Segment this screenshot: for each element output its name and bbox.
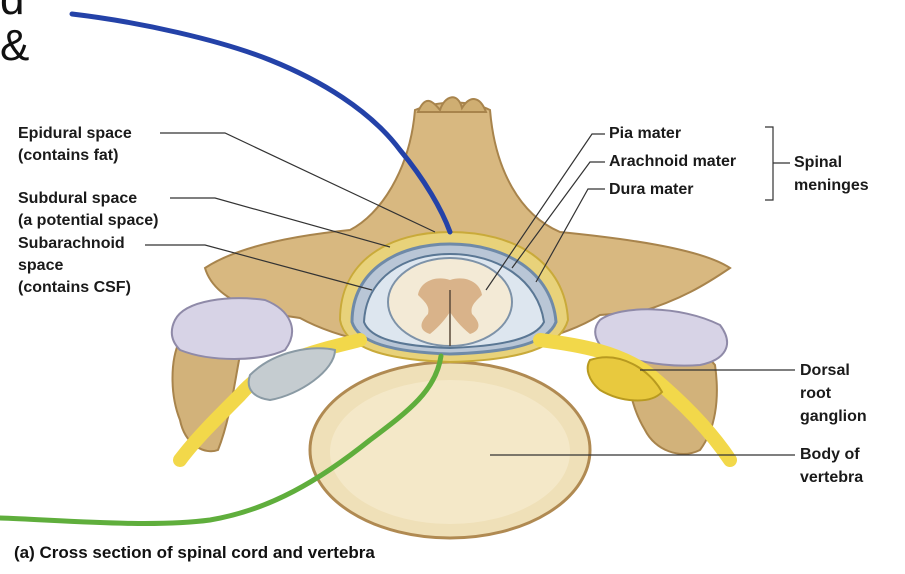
label-spinal: Spinal [794, 154, 843, 171]
right-articular-facet [594, 308, 729, 367]
overlay-glyph-d: d [0, 0, 24, 22]
label-subarachnoid-note: (contains CSF) [18, 279, 131, 296]
label-dura-mater: Dura mater [609, 181, 694, 198]
left-dorsal-root-ganglion [247, 347, 337, 402]
right-dorsal-root-ganglion [586, 356, 664, 402]
label-meninges: meninges [794, 177, 869, 194]
label-epidural-space: Epidural space [18, 125, 132, 142]
blue-annotation-stroke [69, 11, 453, 235]
label-pia-mater: Pia mater [609, 125, 682, 142]
label-body-of: Body of [800, 446, 860, 463]
label-ganglion: ganglion [800, 408, 867, 425]
label-subdural-space-note: (a potential space) [18, 212, 159, 229]
spinous-process [416, 96, 488, 113]
left-articular-facet [170, 297, 294, 360]
vertebral-body-trabecular [330, 380, 570, 524]
overlay-glyph-ampersand: & [0, 21, 30, 70]
label-epidural-space-note: (contains fat) [18, 147, 119, 164]
label-arachnoid-mater: Arachnoid mater [609, 153, 737, 170]
figure-caption: (a) Cross section of spinal cord and ver… [14, 543, 375, 562]
label-root: root [800, 385, 832, 402]
label-subdural-space: Subdural space [18, 190, 138, 207]
leader-lines [145, 126, 795, 456]
label-subarachnoid: Subarachnoid [18, 235, 125, 252]
label-vertebra: vertebra [800, 469, 864, 486]
label-dorsal: Dorsal [800, 362, 850, 379]
green-annotation-stroke [0, 353, 444, 526]
label-subarachnoid-space: space [18, 257, 64, 274]
